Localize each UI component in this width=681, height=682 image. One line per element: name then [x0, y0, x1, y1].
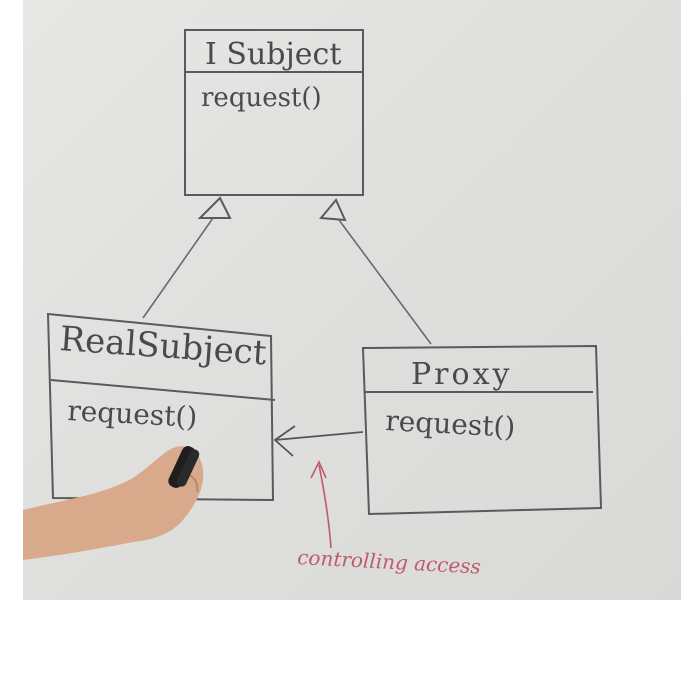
interface-method: request() [201, 83, 322, 113]
interface-name: I Subject [205, 37, 341, 72]
delegation-arrowhead [273, 425, 296, 457]
hand-with-marker [23, 446, 204, 560]
realsubject-inheritance-line [142, 217, 214, 319]
real-subject-method: request() [67, 394, 199, 434]
inheritance-arrows [142, 196, 432, 345]
interface-box: I Subject request() [184, 29, 364, 196]
annotation-arrowhead [310, 460, 327, 479]
marker-cap [176, 449, 200, 487]
proxy-box: Proxy request() [361, 344, 603, 516]
realsubject-inheritance-arrowhead [197, 196, 232, 219]
annotation-arrow-line [318, 464, 332, 549]
annotation-text: controlling access [297, 545, 482, 579]
delegation-arrow [273, 425, 364, 457]
delegation-line [274, 431, 364, 441]
real-subject-box-outline [46, 312, 275, 502]
uml-proxy-diagram: I Subject request() RealSubject request(… [23, 29, 603, 579]
proxy-name: Proxy [411, 357, 512, 392]
proxy-method: request() [385, 404, 517, 444]
whiteboard-photo: I Subject request() RealSubject request(… [23, 0, 681, 600]
real-subject-box-divider [50, 379, 276, 401]
hand-shape [23, 446, 204, 560]
proxy-inheritance-arrowhead [319, 198, 347, 222]
annotation: controlling access [297, 460, 482, 579]
proxy-inheritance-line [338, 219, 432, 345]
proxy-box-outline [361, 344, 603, 516]
real-subject-name: RealSubject [58, 319, 268, 373]
interface-box-outline [184, 29, 364, 196]
